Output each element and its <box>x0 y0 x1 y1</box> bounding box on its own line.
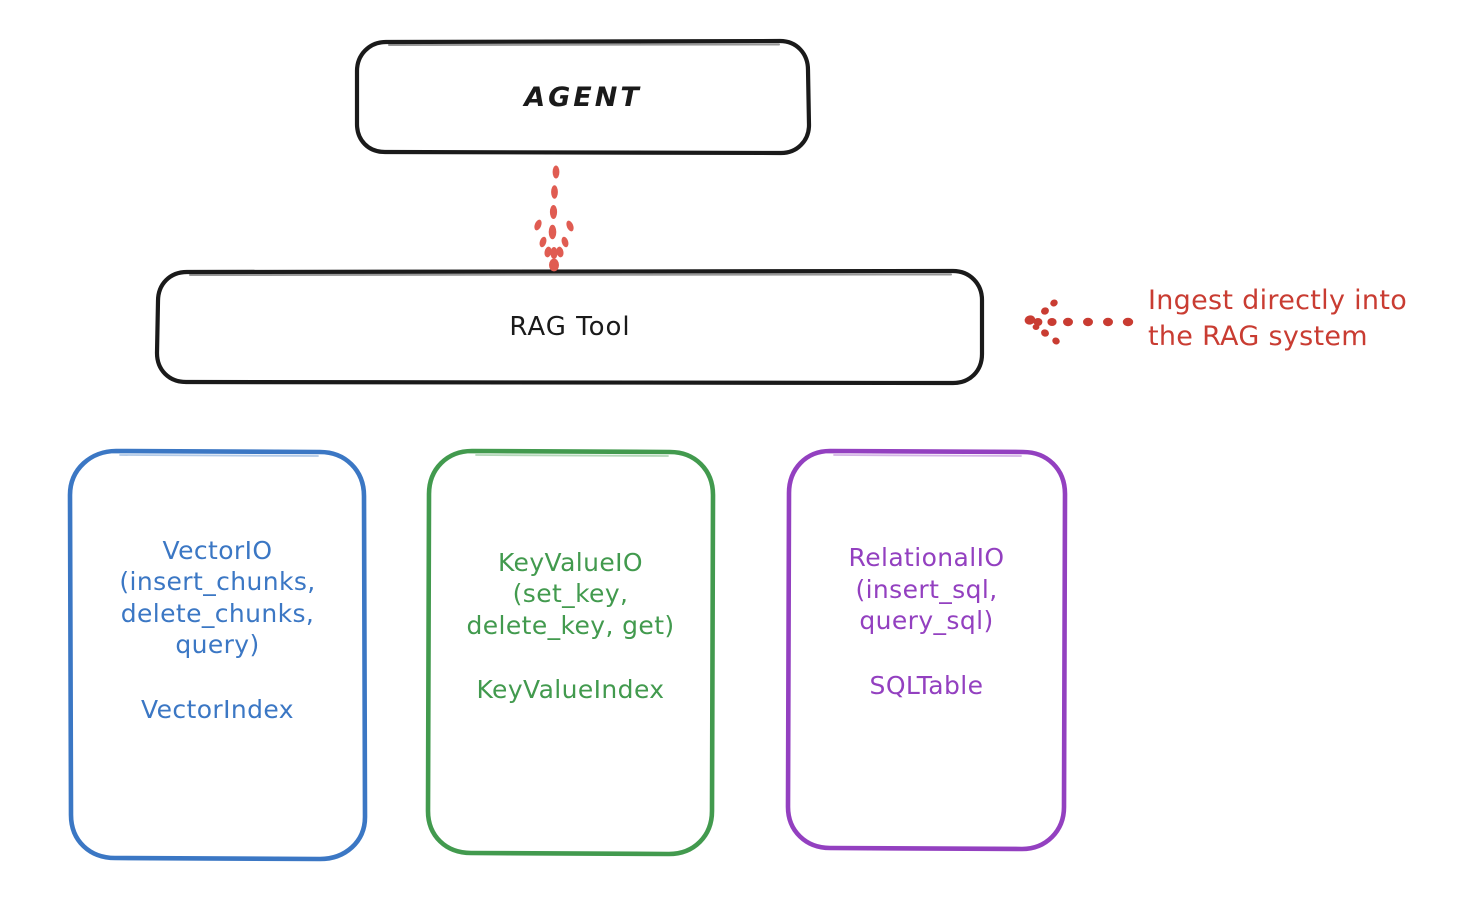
ingest-connector <box>1024 299 1134 345</box>
agent-node-shape[interactable] <box>354 38 812 156</box>
key-value-io-node-shape[interactable] <box>425 448 716 857</box>
ingest-annotation: Ingest directly into the RAG system <box>1148 285 1408 352</box>
relational-io-node-shape[interactable] <box>785 448 1068 852</box>
agent-to-rag-connector <box>534 165 574 272</box>
rag-tool-node-shape[interactable] <box>154 268 985 386</box>
vector-io-node-shape[interactable] <box>67 448 368 862</box>
